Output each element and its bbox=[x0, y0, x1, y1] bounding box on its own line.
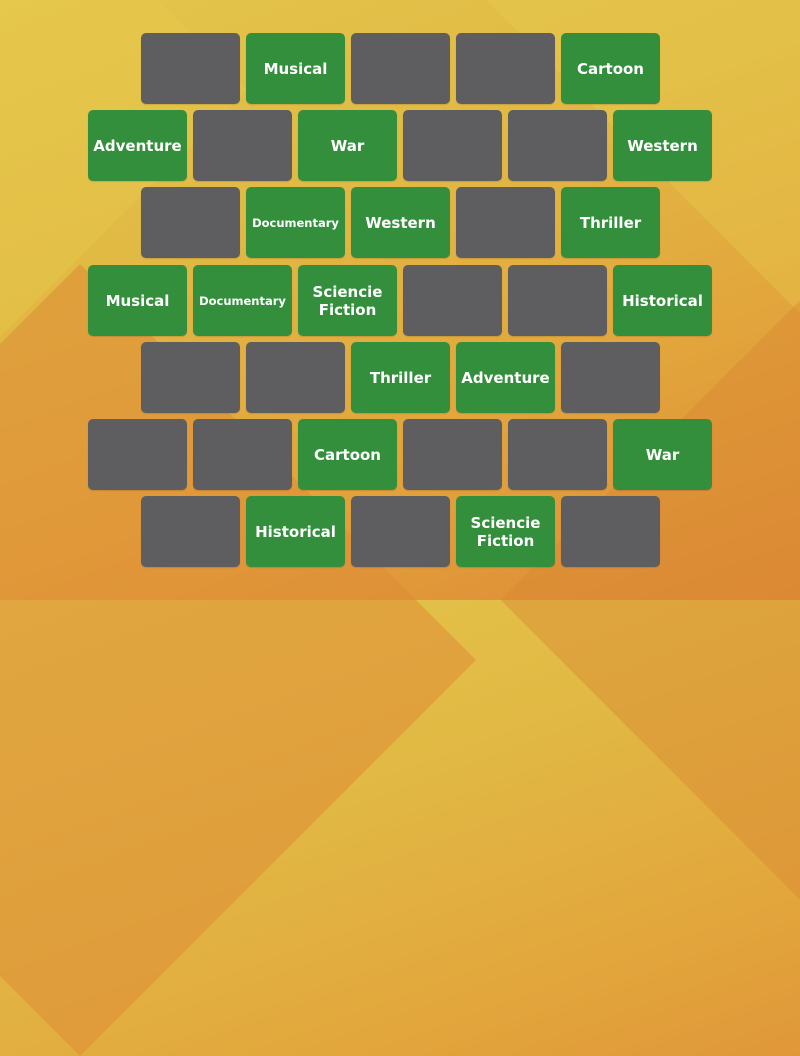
card-revealed[interactable]: Cartoon bbox=[561, 33, 660, 104]
card-label: Cartoon bbox=[577, 59, 644, 78]
card-revealed[interactable]: Western bbox=[351, 187, 450, 258]
card-hidden[interactable] bbox=[141, 496, 240, 567]
card-label: Documentary bbox=[252, 215, 339, 230]
card-revealed[interactable]: Thriller bbox=[561, 187, 660, 258]
card-revealed[interactable]: Musical bbox=[246, 33, 345, 104]
card-label: Cartoon bbox=[314, 445, 381, 464]
card-hidden[interactable] bbox=[508, 265, 607, 336]
card-label: War bbox=[645, 445, 680, 464]
card-revealed[interactable]: Sciencie Fiction bbox=[456, 496, 555, 567]
card-revealed[interactable]: Adventure bbox=[456, 342, 555, 413]
card-label: Historical bbox=[622, 291, 703, 310]
card-hidden[interactable] bbox=[351, 33, 450, 104]
card-label: Sciencie Fiction bbox=[312, 282, 383, 319]
card-label: Western bbox=[627, 136, 698, 155]
card-revealed[interactable]: War bbox=[613, 419, 712, 490]
card-revealed[interactable]: Sciencie Fiction bbox=[298, 265, 397, 336]
card-revealed[interactable]: Documentary bbox=[246, 187, 345, 258]
card-revealed[interactable]: Musical bbox=[88, 265, 187, 336]
card-hidden[interactable] bbox=[403, 419, 502, 490]
card-hidden[interactable] bbox=[403, 110, 502, 181]
card-revealed[interactable]: Western bbox=[613, 110, 712, 181]
card-label: Adventure bbox=[93, 136, 182, 155]
card-label: Musical bbox=[105, 291, 170, 310]
card-revealed[interactable]: Adventure bbox=[88, 110, 187, 181]
card-hidden[interactable] bbox=[403, 265, 502, 336]
card-hidden[interactable] bbox=[561, 496, 660, 567]
card-label: Historical bbox=[255, 522, 336, 541]
card-hidden[interactable] bbox=[456, 33, 555, 104]
card-hidden[interactable] bbox=[88, 419, 187, 490]
card-revealed[interactable]: Historical bbox=[613, 265, 712, 336]
card-label: Western bbox=[365, 213, 436, 232]
card-hidden[interactable] bbox=[456, 187, 555, 258]
card-hidden[interactable] bbox=[351, 496, 450, 567]
card-label: Musical bbox=[263, 59, 328, 78]
card-hidden[interactable] bbox=[193, 110, 292, 181]
card-hidden[interactable] bbox=[508, 419, 607, 490]
card-revealed[interactable]: Documentary bbox=[193, 265, 292, 336]
card-label: Thriller bbox=[369, 368, 432, 387]
card-hidden[interactable] bbox=[561, 342, 660, 413]
card-hidden[interactable] bbox=[246, 342, 345, 413]
card-label: Thriller bbox=[579, 213, 642, 232]
card-hidden[interactable] bbox=[141, 187, 240, 258]
card-label: Adventure bbox=[461, 368, 550, 387]
card-label: War bbox=[330, 136, 365, 155]
card-hidden[interactable] bbox=[141, 342, 240, 413]
card-hidden[interactable] bbox=[141, 33, 240, 104]
card-label: Sciencie Fiction bbox=[470, 513, 541, 550]
card-hidden[interactable] bbox=[193, 419, 292, 490]
card-revealed[interactable]: Thriller bbox=[351, 342, 450, 413]
card-hidden[interactable] bbox=[508, 110, 607, 181]
card-revealed[interactable]: Cartoon bbox=[298, 419, 397, 490]
card-revealed[interactable]: War bbox=[298, 110, 397, 181]
card-label: Documentary bbox=[199, 293, 286, 308]
card-revealed[interactable]: Historical bbox=[246, 496, 345, 567]
